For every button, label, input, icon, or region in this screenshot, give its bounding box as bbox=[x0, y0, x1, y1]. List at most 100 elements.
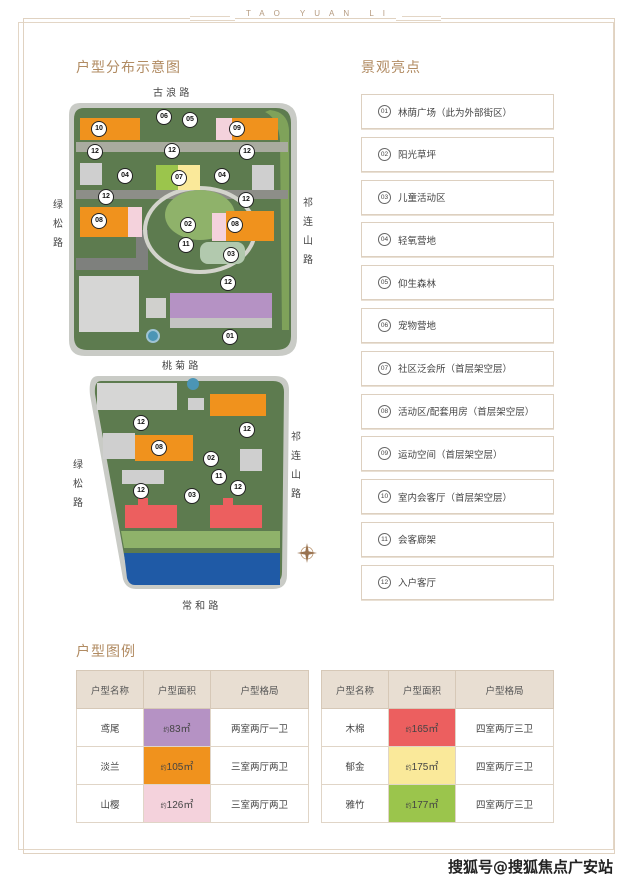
legend-title: 户型图例 bbox=[76, 644, 136, 660]
landscape-label: 轻氧营地 bbox=[398, 235, 437, 247]
road-char: 松 bbox=[73, 479, 83, 490]
area-value: 177㎡ bbox=[411, 800, 439, 811]
road-char: 路 bbox=[73, 498, 83, 509]
road-left-lower: 绿松路 bbox=[72, 456, 84, 513]
road-char: 绿 bbox=[53, 200, 63, 211]
map-pin-icon: 10 bbox=[91, 121, 107, 137]
road-char: 山 bbox=[291, 470, 301, 481]
number-badge-icon: 12 bbox=[378, 575, 391, 589]
unit-name: 淡兰 bbox=[76, 746, 144, 785]
area-prefix: 约 bbox=[405, 766, 412, 772]
number-badge-icon: 08 bbox=[378, 404, 391, 418]
map-pin-icon: 12 bbox=[164, 143, 180, 159]
area-value: 165㎡ bbox=[411, 724, 439, 735]
unit-name: 雅竹 bbox=[321, 784, 389, 823]
road-char: 祁 bbox=[303, 198, 313, 209]
map-pin-icon: 12 bbox=[87, 144, 103, 160]
map-pin-icon: 11 bbox=[211, 469, 227, 485]
outer-frame bbox=[18, 22, 614, 850]
watermark: 搜狐号@搜狐焦点广安站 bbox=[448, 858, 614, 876]
map-pin-icon: 08 bbox=[151, 440, 167, 456]
map-pin-icon: 12 bbox=[239, 144, 255, 160]
road-bottom: 常 和 路 bbox=[182, 601, 219, 612]
landscape-title: 景观亮点 bbox=[361, 60, 421, 76]
legend-table-left: 户型名称 户型面积 户型格局 鸢尾 约83㎡ 两室两厅一卫 淡兰 约105㎡ 三… bbox=[76, 670, 310, 823]
map-pin-icon: 06 bbox=[156, 109, 172, 125]
road-char: 山 bbox=[303, 236, 313, 247]
road-char: 绿 bbox=[73, 460, 83, 471]
unit-name: 鸢尾 bbox=[76, 708, 144, 747]
map-pin-icon: 07 bbox=[171, 170, 187, 186]
landscape-label: 阳光草坪 bbox=[398, 150, 437, 162]
header-area: 户型面积 bbox=[387, 670, 456, 709]
area-prefix: 约 bbox=[160, 804, 167, 810]
unit-name: 木棉 bbox=[321, 708, 389, 747]
table-row: 淡兰 约105㎡ 三室两厅两卫 bbox=[76, 746, 310, 785]
map-pin-icon: 08 bbox=[91, 213, 107, 229]
header-layout: 户型格局 bbox=[209, 670, 310, 709]
unit-area: 约83㎡ bbox=[142, 708, 211, 747]
area-value: 126㎡ bbox=[166, 800, 194, 811]
number-badge-icon: 07 bbox=[378, 361, 391, 375]
number-badge-icon: 02 bbox=[378, 147, 391, 161]
map-pin-icon: 04 bbox=[214, 168, 230, 184]
number-badge-icon: 03 bbox=[378, 190, 391, 204]
site-plan-title: 户型分布示意图 bbox=[76, 60, 181, 76]
table-row: 山樱 约126㎡ 三室两厅两卫 bbox=[76, 784, 310, 823]
road-char: 松 bbox=[53, 219, 63, 230]
landscape-label: 运动空间（首层架空层） bbox=[398, 449, 503, 461]
map-pin-icon: 12 bbox=[220, 275, 236, 291]
header-rule-right bbox=[396, 16, 441, 21]
landscape-item: 08 活动区/配套用房（首层架空层） bbox=[361, 393, 554, 429]
map-pin-icon: 05 bbox=[182, 112, 198, 128]
landscape-label: 活动区/配套用房（首层架空层） bbox=[398, 407, 535, 419]
unit-layout: 两室两厅一卫 bbox=[209, 708, 310, 747]
landscape-label: 入户客厅 bbox=[398, 578, 437, 590]
landscape-label: 社区泛会所（首层架空层） bbox=[398, 364, 513, 376]
number-badge-icon: 09 bbox=[378, 447, 391, 461]
map-pin-icon: 03 bbox=[223, 247, 239, 263]
map-pin-icon: 12 bbox=[133, 415, 149, 431]
landscape-label: 宠物营地 bbox=[398, 321, 437, 333]
unit-layout: 三室两厅两卫 bbox=[209, 784, 310, 823]
landscape-label: 室内会客厅（首层架空层） bbox=[398, 492, 513, 504]
number-badge-icon: 06 bbox=[378, 318, 391, 332]
landscape-item: 07 社区泛会所（首层架空层） bbox=[361, 350, 554, 386]
landscape-item: 12 入户客厅 bbox=[361, 564, 554, 600]
header-name: 户型名称 bbox=[76, 670, 144, 709]
table-row: 郁金 约175㎡ 四室两厅三卫 bbox=[321, 746, 555, 785]
number-badge-icon: 10 bbox=[378, 490, 391, 504]
unit-area: 约177㎡ bbox=[387, 784, 456, 823]
area-prefix: 约 bbox=[163, 728, 170, 734]
number-badge-icon: 05 bbox=[378, 276, 391, 290]
road-right-lower: 祁连山路 bbox=[290, 428, 302, 504]
number-badge-icon: 01 bbox=[378, 105, 391, 118]
map-pin-icon: 12 bbox=[230, 480, 246, 496]
area-value: 83㎡ bbox=[169, 724, 191, 735]
unit-layout: 四室两厅三卫 bbox=[454, 784, 555, 823]
area-prefix: 约 bbox=[160, 766, 167, 772]
brand-header: TAO YUAN LI bbox=[0, 9, 632, 18]
landscape-label: 仰生森林 bbox=[398, 278, 437, 290]
map-pin-icon: 01 bbox=[222, 329, 238, 345]
map-pin-icon: 11 bbox=[178, 237, 194, 253]
table-row: 木棉 约165㎡ 四室两厅三卫 bbox=[321, 708, 555, 747]
table-header-row: 户型名称 户型面积 户型格局 bbox=[321, 670, 555, 709]
road-char: 祁 bbox=[291, 432, 301, 443]
area-value: 175㎡ bbox=[411, 762, 439, 773]
road-char: 路 bbox=[303, 255, 313, 266]
inner-frame bbox=[23, 18, 615, 854]
map-pin-icon: 12 bbox=[133, 483, 149, 499]
landscape-item: 06 宠物营地 bbox=[361, 307, 554, 343]
map-pin-icon: 12 bbox=[98, 189, 114, 205]
landscape-item: 02 阳光草坪 bbox=[361, 136, 554, 172]
road-right-upper: 祁连山路 bbox=[302, 194, 314, 270]
table-row: 雅竹 约177㎡ 四室两厅三卫 bbox=[321, 784, 555, 823]
road-middle: 桃 菊 路 bbox=[162, 361, 199, 372]
road-char: 路 bbox=[291, 489, 301, 500]
header-layout: 户型格局 bbox=[454, 670, 555, 709]
compass-icon bbox=[297, 543, 317, 563]
